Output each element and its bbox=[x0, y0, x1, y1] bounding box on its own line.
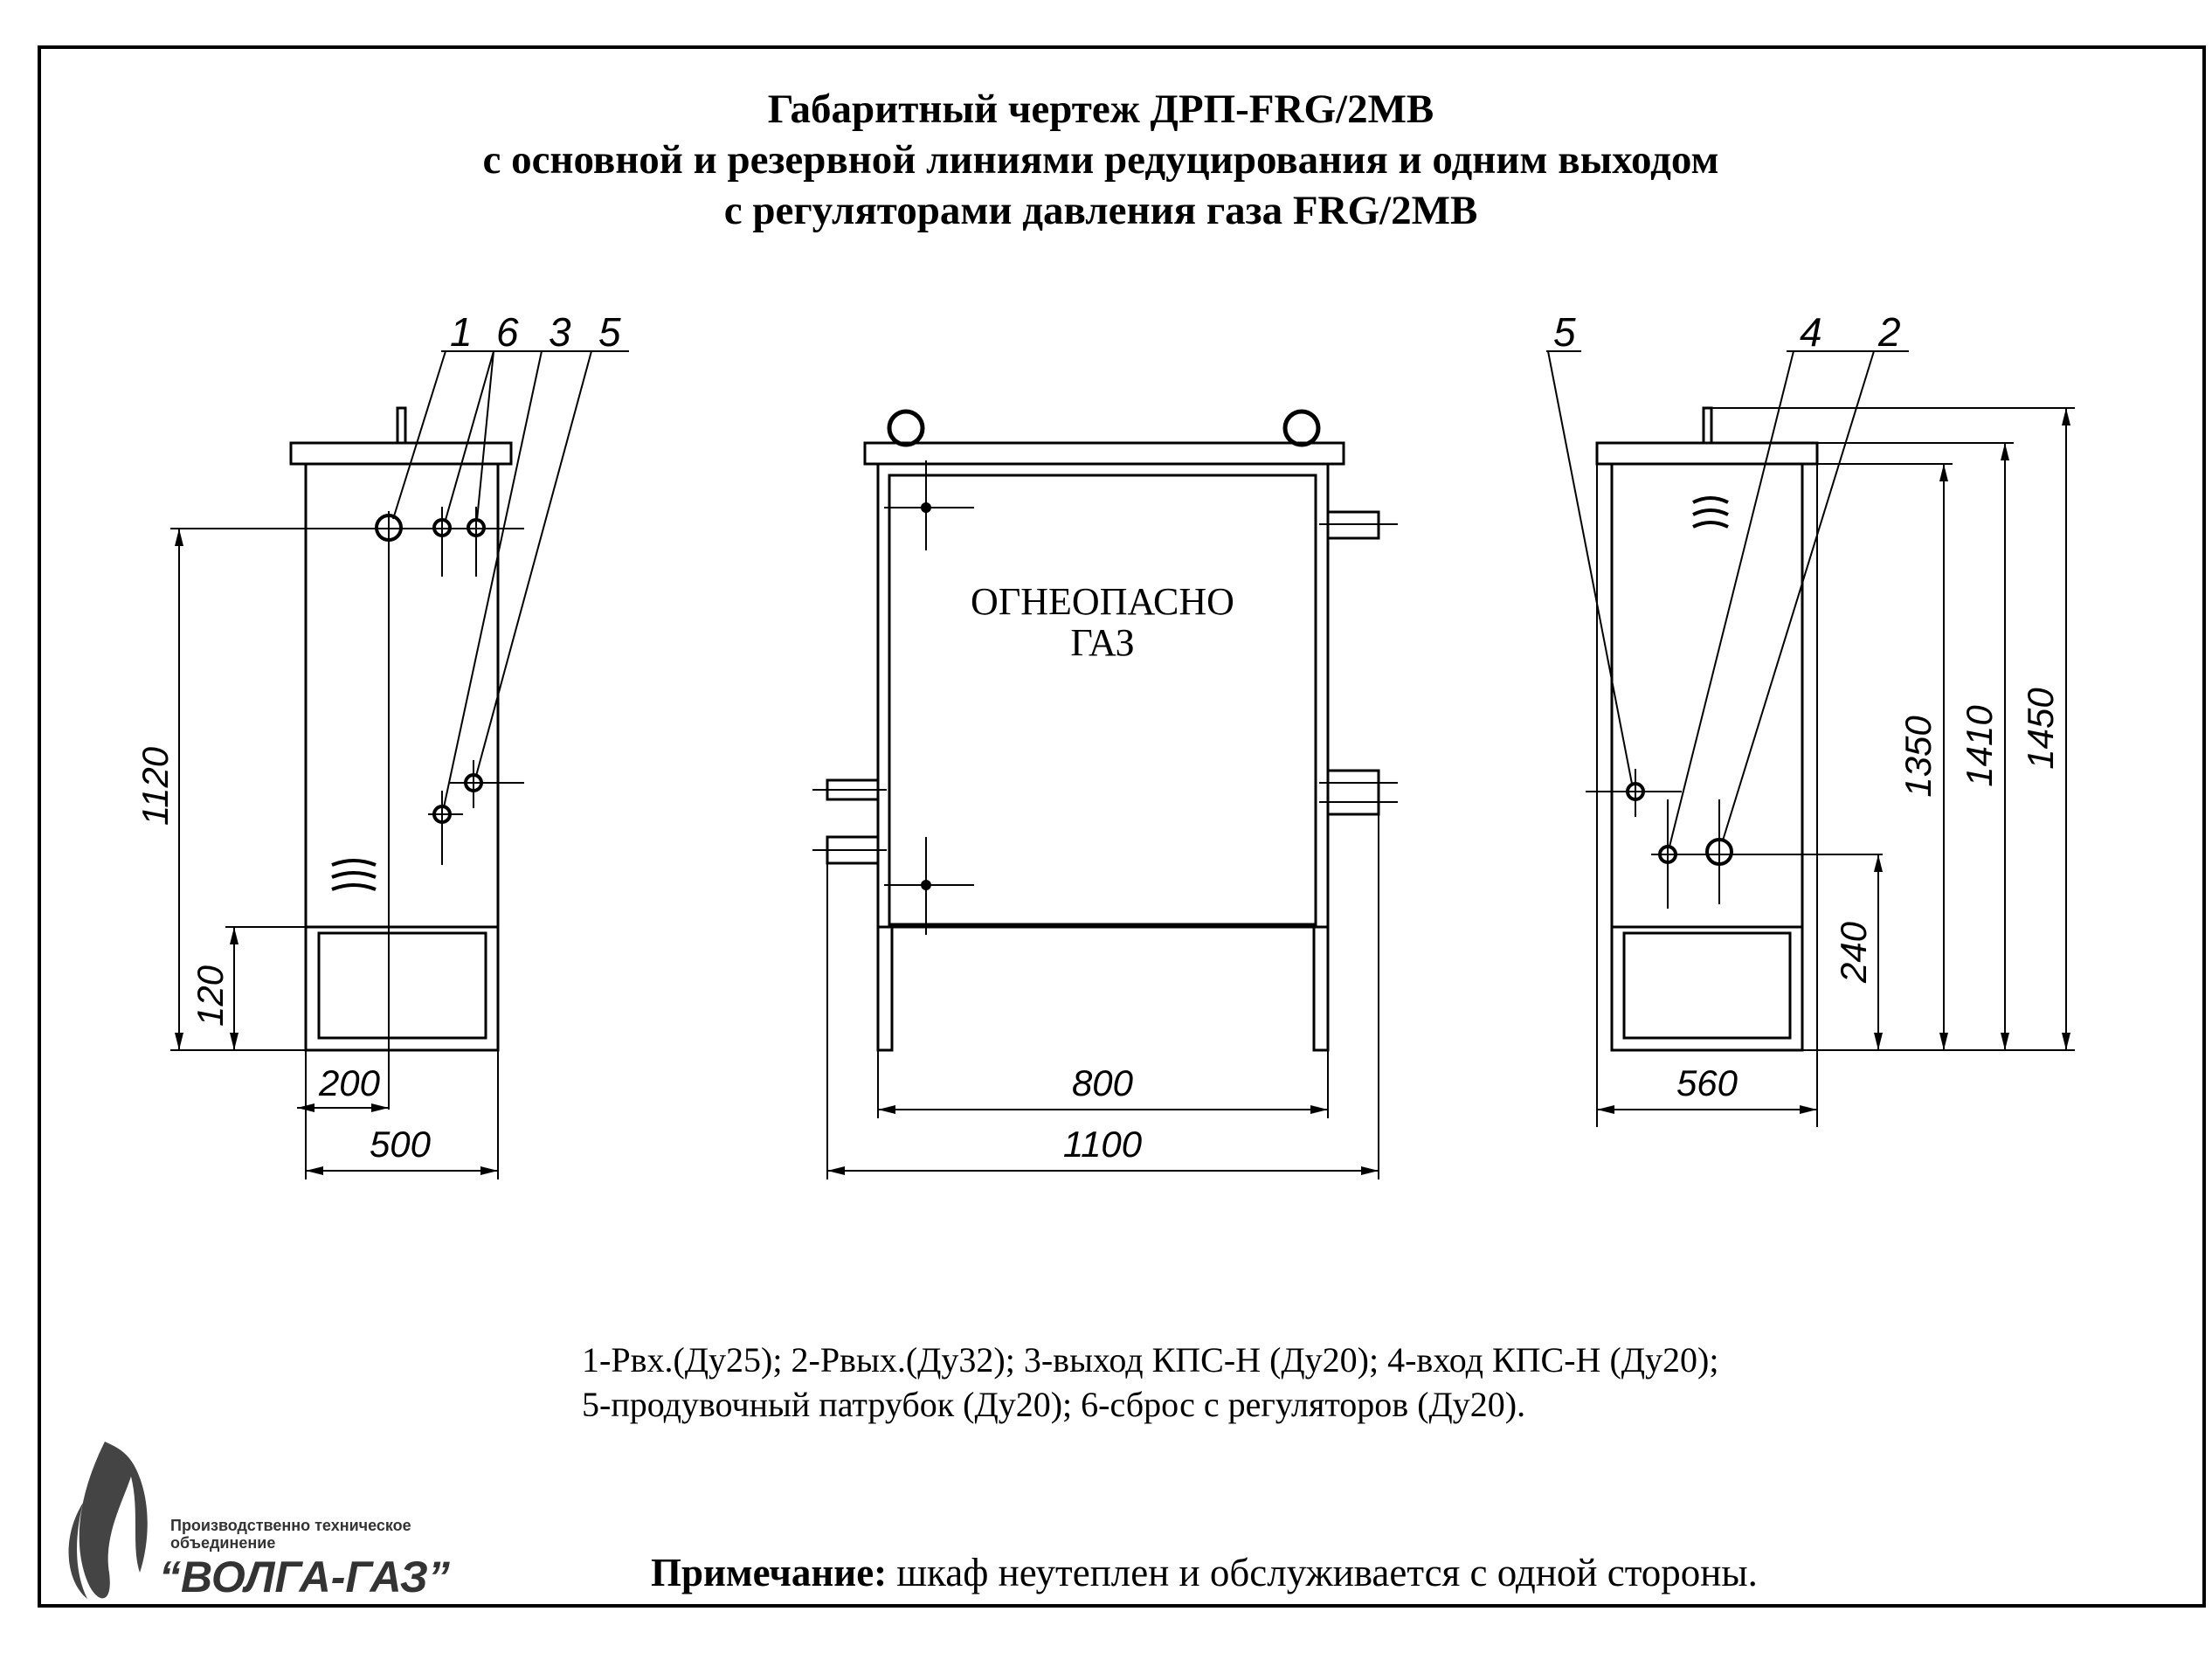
front-leg-right bbox=[1312, 925, 1330, 1052]
front-lifting-eye-left bbox=[887, 409, 925, 447]
front-door bbox=[888, 474, 1317, 926]
flame-icon bbox=[79, 1442, 148, 1599]
left-leader-6a bbox=[445, 350, 494, 521]
right-callout-2: 2 bbox=[1877, 309, 1901, 355]
left-callout-3: 3 bbox=[549, 309, 571, 355]
front-leg-left bbox=[876, 925, 894, 1052]
left-base-opening bbox=[317, 931, 487, 1040]
right-dim-1410: 1410 bbox=[1959, 705, 2000, 787]
flame-icon-outer bbox=[68, 1503, 87, 1599]
legend-line-1: 1-Рвх.(Ду25); 2-Рвых.(Ду32); 3-выход КПС… bbox=[582, 1340, 1718, 1380]
right-dim-1450: 1450 bbox=[2020, 688, 2061, 770]
front-door-warning-line-2: ГАЗ bbox=[1070, 621, 1134, 664]
right-louver-icon bbox=[1692, 496, 1729, 529]
logo-tagline-1: Производственно техническое bbox=[170, 1517, 411, 1534]
note-text: Примечание: шкаф неутеплен и обслуживает… bbox=[651, 1551, 1758, 1594]
right-dim-1350: 1350 bbox=[1897, 716, 1939, 798]
right-leader-2 bbox=[1722, 350, 1875, 841]
right-callout-5: 5 bbox=[1553, 309, 1576, 355]
left-callout-5: 5 bbox=[598, 309, 621, 355]
left-side-view: 1 6 3 5 1120 120 200 500 bbox=[135, 309, 629, 1179]
front-body-outer bbox=[876, 462, 1330, 929]
logo-name: “ВОЛГА-ГАЗ” bbox=[159, 1553, 450, 1601]
left-louver-icon bbox=[331, 859, 377, 891]
left-dim-200: 200 bbox=[318, 1062, 381, 1103]
front-view: ОГНЕОПАСНО ГАЗ 800 1100 bbox=[812, 409, 1398, 1179]
right-side-view: 5 4 2 240 1350 1410 1450 560 bbox=[1546, 309, 2075, 1127]
legend-line-2: 5-продувочный патрубок (Ду20); 6-сброс с… bbox=[582, 1385, 1525, 1424]
left-callout-6: 6 bbox=[496, 309, 519, 355]
left-dim-120: 120 bbox=[190, 965, 231, 1027]
right-roof bbox=[1595, 441, 1819, 466]
sheet-frame bbox=[38, 45, 2206, 1608]
note-body: шкаф неутеплен и обслуживается с одной с… bbox=[887, 1551, 1758, 1594]
left-leader-1 bbox=[392, 350, 446, 520]
logo-tagline-2: объединение bbox=[170, 1534, 275, 1552]
title-line-1: Габаритный чертеж ДРП-FRG/2МВ bbox=[768, 86, 1434, 132]
front-dim-1100: 1100 bbox=[1063, 1124, 1143, 1165]
note-label: Примечание: bbox=[651, 1551, 887, 1594]
front-roof bbox=[863, 441, 1345, 466]
right-vent-pipe bbox=[1702, 406, 1713, 445]
left-leader-3 bbox=[443, 350, 543, 808]
right-base-opening bbox=[1622, 931, 1792, 1040]
right-dim-560: 560 bbox=[1676, 1062, 1738, 1103]
right-callout-4: 4 bbox=[1800, 309, 1822, 355]
title-line-3: с регуляторами давления газа FRG/2МВ bbox=[724, 188, 1478, 233]
right-dim-240: 240 bbox=[1833, 921, 1874, 984]
left-dim-500: 500 bbox=[370, 1124, 432, 1165]
front-lifting-eye-right bbox=[1282, 409, 1321, 447]
right-leader-4 bbox=[1669, 350, 1794, 847]
right-leader-5 bbox=[1547, 350, 1633, 785]
title-line-2: с основной и резервной линиями редуциров… bbox=[482, 137, 1718, 183]
left-callout-1: 1 bbox=[450, 309, 473, 355]
left-body bbox=[304, 462, 500, 1052]
left-roof bbox=[289, 441, 513, 466]
front-door-warning-line-1: ОГНЕОПАСНО bbox=[971, 580, 1234, 623]
left-leader-6b bbox=[476, 350, 494, 521]
right-body bbox=[1610, 462, 1804, 1052]
left-vent-pipe bbox=[396, 406, 407, 445]
company-logo: Производственно техническое объединение … bbox=[68, 1442, 450, 1601]
left-dim-1120: 1120 bbox=[135, 746, 176, 826]
front-dim-800: 800 bbox=[1072, 1062, 1134, 1103]
front-pipe-right-mid bbox=[1326, 769, 1380, 816]
left-leader-5 bbox=[475, 350, 592, 777]
left-port-1-inlet bbox=[375, 514, 403, 542]
